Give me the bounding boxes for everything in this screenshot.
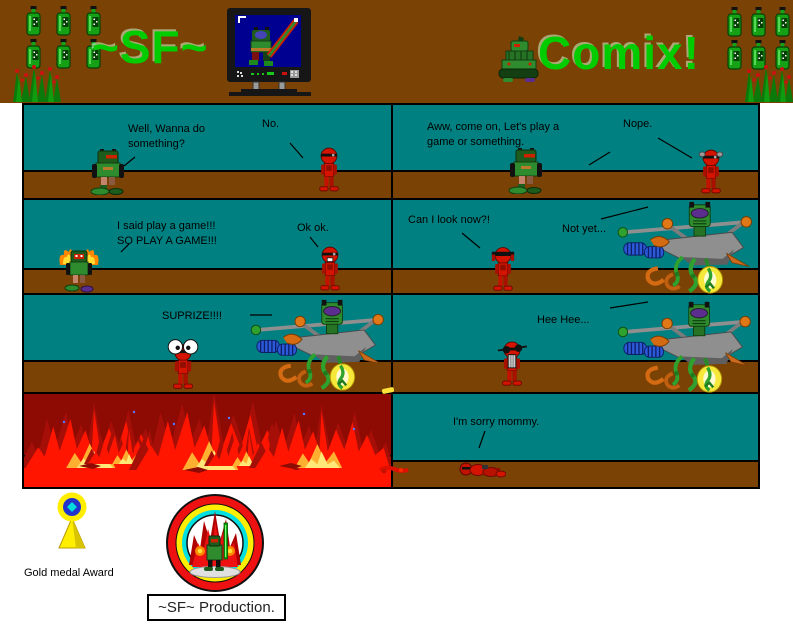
explosion-icon [24, 394, 391, 487]
production-label-box: ~SF~ Production. [147, 594, 286, 621]
sf-production-logo-icon [158, 493, 272, 595]
angry-green-robot-sprite [58, 245, 100, 293]
award-label: Gold medal Award [24, 567, 114, 579]
speech-text: I said play a game!!! [117, 220, 216, 232]
red-robot-screaming-sprite [496, 340, 528, 390]
header-banner: ~SF~ Comix! [0, 0, 793, 103]
bottle-icon [55, 6, 72, 36]
production-label: ~SF~ Production. [158, 599, 275, 616]
speech-text: Not yet... [562, 223, 607, 235]
speech-text: Hee Hee... [537, 314, 590, 326]
speech-text: Well, Wanna do something? [128, 123, 206, 150]
green-mech-icon [497, 36, 541, 82]
war-machine-sprite [245, 298, 391, 392]
title-right: Comix! [538, 27, 700, 79]
panel-sky [393, 394, 758, 460]
grass-flowers-icon [742, 62, 793, 102]
crt-monitor-icon [227, 6, 313, 96]
war-machine-sprite [612, 300, 758, 394]
red-robot-covering-eyes-sprite [490, 243, 516, 293]
speech-text: Ok ok. [297, 222, 329, 234]
speech-text: SO PLAY A GAME!!! [117, 235, 217, 247]
panel-floor [393, 460, 758, 487]
panel-explosion [24, 394, 391, 487]
title-left: ~SF~ [92, 21, 209, 73]
grass-flowers-icon [10, 62, 62, 102]
bottle-icon [774, 7, 791, 37]
red-robot-surprised-sprite [162, 338, 204, 390]
gold-medal-icon [49, 492, 95, 552]
green-robot-sprite [90, 149, 126, 195]
speech-text: Aww, come on, Let's play a game or somet… [427, 121, 560, 148]
red-robot-worried-sprite [317, 246, 343, 291]
war-machine-sprite [613, 200, 758, 295]
red-robot-fallen-sprite [458, 457, 506, 479]
speech-text: SUPRIZE!!!! [162, 310, 222, 322]
speech-text: I'm sorry mommy. [453, 416, 540, 428]
green-robot-sprite [508, 148, 544, 194]
red-robot-sprite [316, 147, 342, 192]
speech-text: No. [262, 118, 280, 130]
bottle-icon [750, 7, 767, 37]
red-robot-nope-sprite [698, 149, 724, 194]
bottle-icon [25, 6, 42, 36]
red-debris-sprite [379, 462, 409, 476]
bottle-icon [726, 7, 743, 37]
panel-row-4-right [393, 394, 758, 487]
speech-text: Can I look now?! [408, 214, 490, 226]
column-divider [391, 105, 393, 487]
comic-grid: Well, Wanna do something? No. Aww, come … [22, 103, 760, 489]
speech-text: Nope. [623, 118, 653, 130]
bottle-icon [726, 40, 743, 70]
